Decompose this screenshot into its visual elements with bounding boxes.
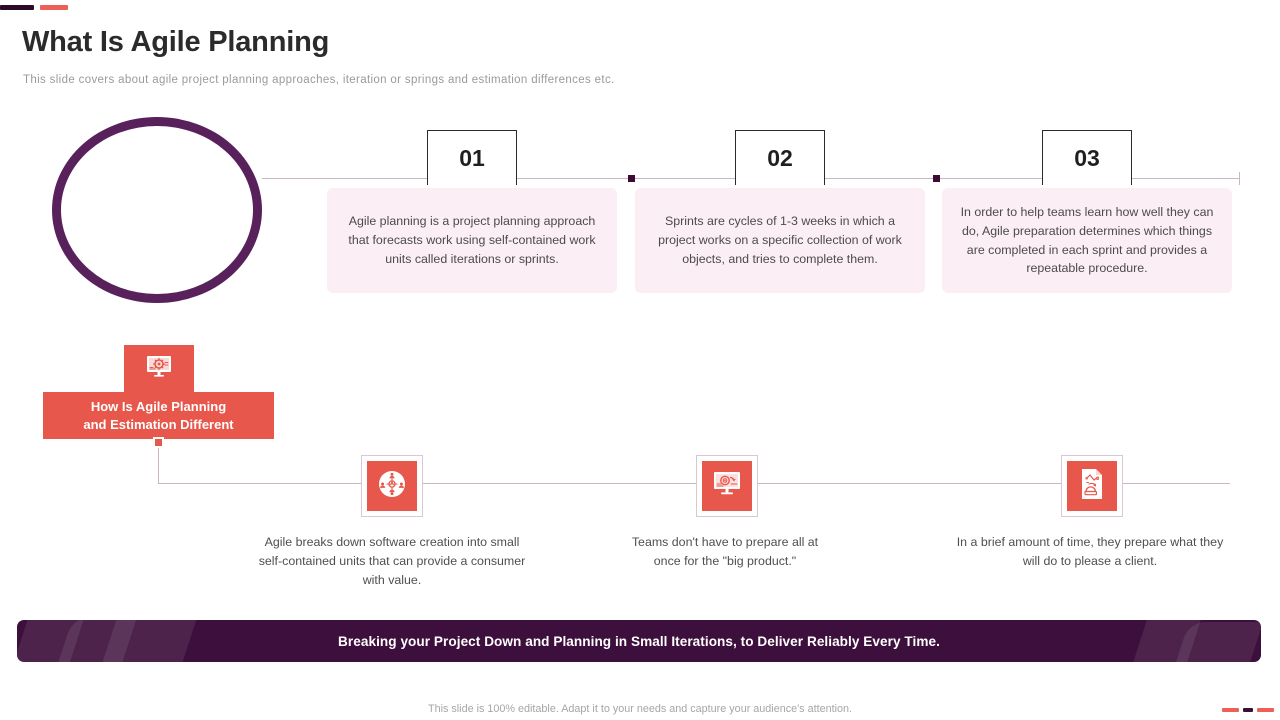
decoration-br-red-1	[1222, 708, 1239, 712]
editable-note: This slide is 100% editable. Adapt it to…	[427, 703, 852, 715]
decoration-bar-red	[40, 5, 68, 10]
hero-photo	[52, 117, 262, 303]
step-card-03: In order to help teams learn how well th…	[942, 188, 1232, 293]
bottom-caption-1: Agile breaks down software creation into…	[258, 535, 526, 588]
presentation-gear-icon	[144, 354, 174, 385]
top-left-decoration	[0, 5, 68, 10]
rail-endcap	[1239, 172, 1240, 185]
callout-title-box: How Is Agile Planning and Estimation Dif…	[43, 392, 274, 439]
bottom-rail-vertical	[158, 448, 159, 483]
bottom-caption-2: Teams don't have to prepare all at once …	[631, 535, 819, 569]
bottom-right-decoration	[1222, 708, 1274, 712]
decoration-br-dark	[1243, 708, 1253, 712]
callout-line-2: and Estimation Different	[83, 416, 234, 432]
presentation-target-icon	[710, 469, 744, 504]
rail-tick-1	[628, 175, 635, 182]
bottom-icon-box-2	[696, 455, 758, 517]
footer-banner: Breaking your Project Down and Planning …	[17, 620, 1261, 662]
callout-line-1: How Is Agile Planning	[90, 399, 227, 415]
step-number-03: 03	[1042, 130, 1132, 185]
callout-connector-notch	[153, 437, 164, 448]
decoration-br-red-2	[1257, 708, 1274, 712]
bottom-rail-horizontal	[158, 483, 1230, 484]
step-number-01: 01	[427, 130, 517, 185]
step-number-02: 02	[735, 130, 825, 185]
step-card-01: Agile planning is a project planning app…	[327, 188, 617, 293]
bottom-icon-box-3	[1061, 455, 1123, 517]
team-network-icon	[375, 467, 409, 506]
banner-shape-3	[102, 620, 204, 662]
step-card-02: Sprints are cycles of 1-3 weeks in which…	[635, 188, 925, 293]
strategy-document-icon	[1078, 467, 1106, 506]
bottom-icon-box-1	[361, 455, 423, 517]
footer-banner-text: Breaking your Project Down and Planning …	[338, 633, 940, 649]
rail-tick-2	[933, 175, 940, 182]
hero-photo-ring	[52, 117, 262, 303]
page-subtitle: This slide covers about agile project pl…	[23, 74, 615, 86]
decoration-bar-purple	[0, 5, 34, 10]
callout-icon-box	[121, 342, 197, 394]
page-title: What Is Agile Planning	[22, 26, 330, 58]
bottom-caption-3: In a brief amount of time, they prepare …	[956, 535, 1224, 569]
